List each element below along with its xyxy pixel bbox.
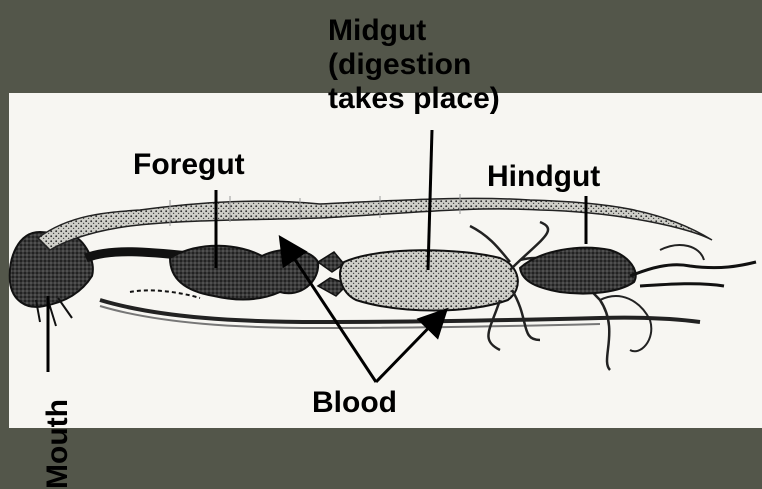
midgut-label-line-1: Midgut [328, 14, 500, 48]
foregut-label: Foregut [133, 148, 245, 182]
midgut-pointer [428, 130, 432, 270]
midgut-label-line-2: (digestion [328, 48, 500, 82]
crop [170, 246, 318, 300]
rectum [630, 262, 756, 286]
dorsal-vessel [38, 198, 712, 250]
mouth-label: Mouth [41, 399, 75, 489]
hindgut-organ [520, 248, 636, 294]
midgut-label: Midgut (digestion takes place) [328, 14, 500, 116]
midgut-label-line-3: takes place) [328, 82, 500, 116]
blood-label: Blood [312, 386, 397, 420]
salivary-gland [130, 290, 200, 298]
hindgut-label: Hindgut [487, 160, 600, 194]
